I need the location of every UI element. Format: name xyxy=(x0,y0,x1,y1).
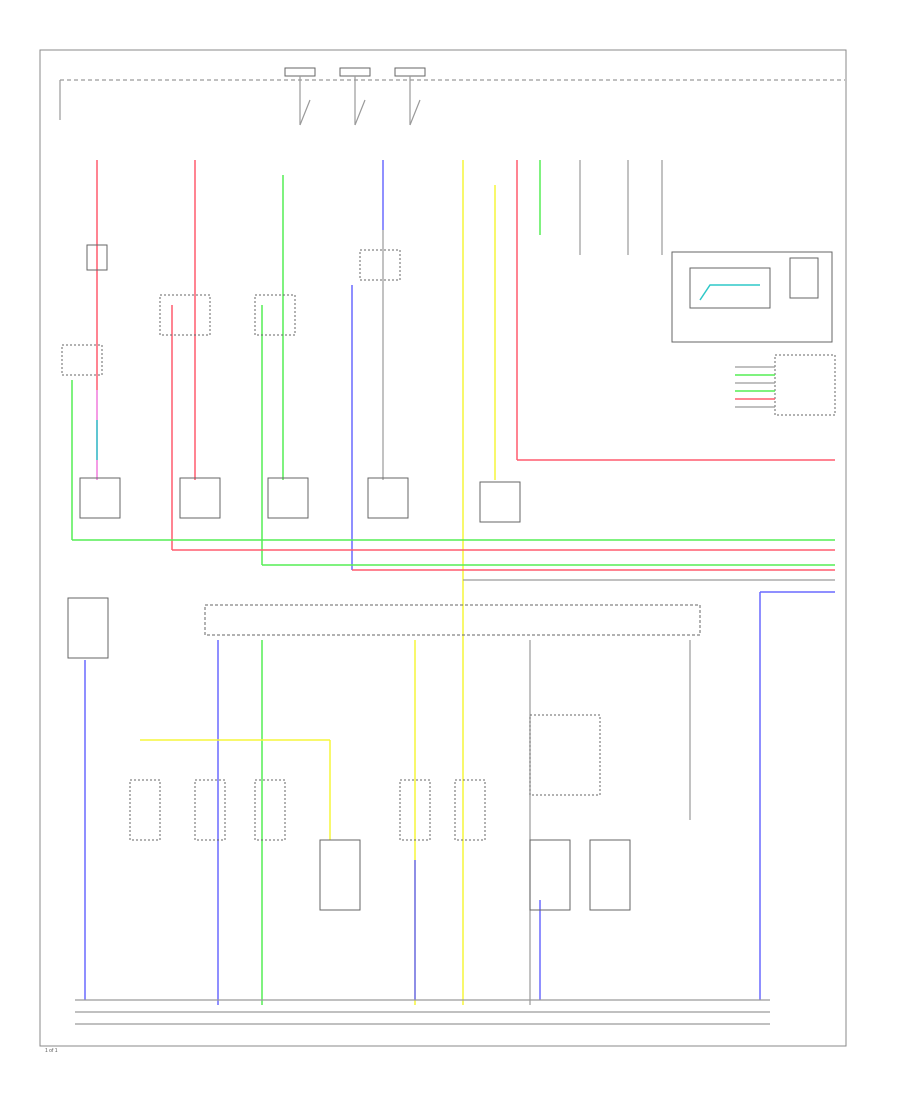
module-connector xyxy=(789,257,819,299)
fuse-switches xyxy=(299,99,421,126)
upper-components xyxy=(61,244,521,523)
fuse-feed-lines xyxy=(299,76,411,125)
lower-components xyxy=(67,597,631,911)
module-box-upper xyxy=(671,251,833,343)
module-inner xyxy=(689,267,771,309)
horizontal-bus xyxy=(72,539,835,593)
module-cyan-wire xyxy=(699,284,760,301)
page-number: 1 of 1 xyxy=(45,1048,58,1054)
fuse-block-3 xyxy=(394,67,426,77)
lower-connector-bar xyxy=(204,604,701,636)
pin-legend xyxy=(735,354,836,416)
fuse-block-2 xyxy=(339,67,371,77)
top-fuse-group xyxy=(284,67,426,126)
diagram-frame xyxy=(39,49,847,1047)
lower-wire-runs xyxy=(84,592,761,1005)
bottom-ground-bus xyxy=(75,999,770,1025)
upper-wire-runs xyxy=(71,160,835,1005)
fuse-block-1 xyxy=(284,67,316,77)
